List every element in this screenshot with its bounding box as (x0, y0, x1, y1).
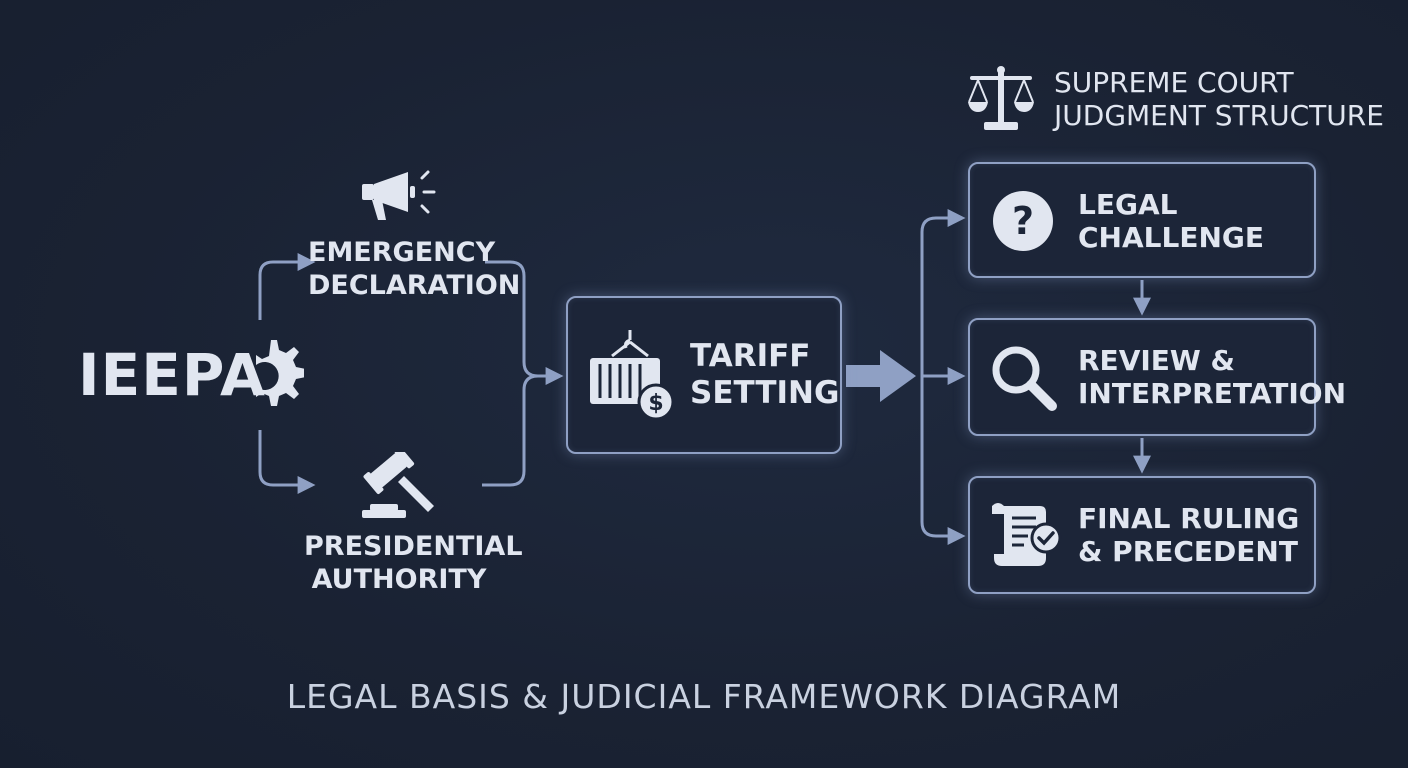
magnifier-icon (992, 346, 1057, 411)
connector-ieepa-emergency (258, 253, 316, 320)
tariff-to-court-arrow (846, 350, 916, 402)
legal-challenge-label: LEGAL CHALLENGE (1078, 188, 1265, 254)
svg-text:?: ? (1012, 199, 1034, 243)
megaphone-icon (362, 170, 436, 220)
gavel-icon (362, 452, 434, 518)
scales-icon (968, 66, 1034, 130)
tariff-setting-label: TARIFF SETTING (690, 338, 840, 411)
svg-text:$: $ (648, 391, 663, 416)
presidential-authority-label: PRESIDENTIAL AUTHORITY (304, 531, 523, 595)
supreme-court-heading: SUPREME COURT JUDGMENT STRUCTURE (1054, 66, 1384, 132)
question-icon: ? (993, 191, 1053, 251)
diagram-title: LEGAL BASIS & JUDICIAL FRAMEWORK DIAGRAM (286, 677, 1122, 716)
ieepa-label: IEEPA (78, 341, 266, 409)
emergency-declaration-label: EMERGENCY DECLARATION (308, 237, 521, 301)
connector-presidential-tariff (482, 374, 539, 487)
review-interpretation-box (968, 318, 1316, 436)
scroll-check-icon (992, 503, 1062, 566)
review-interpretation-label: REVIEW & INTERPRETATION (1078, 344, 1347, 410)
connector-ieepa-presidential (258, 430, 316, 494)
container-dollar-icon: $ (590, 330, 675, 420)
final-ruling-label: FINAL RULING & PRECEDENT (1078, 502, 1300, 568)
connector-court-branch (920, 209, 966, 376)
final-ruling-box (968, 476, 1316, 594)
gear-icon (256, 340, 304, 406)
